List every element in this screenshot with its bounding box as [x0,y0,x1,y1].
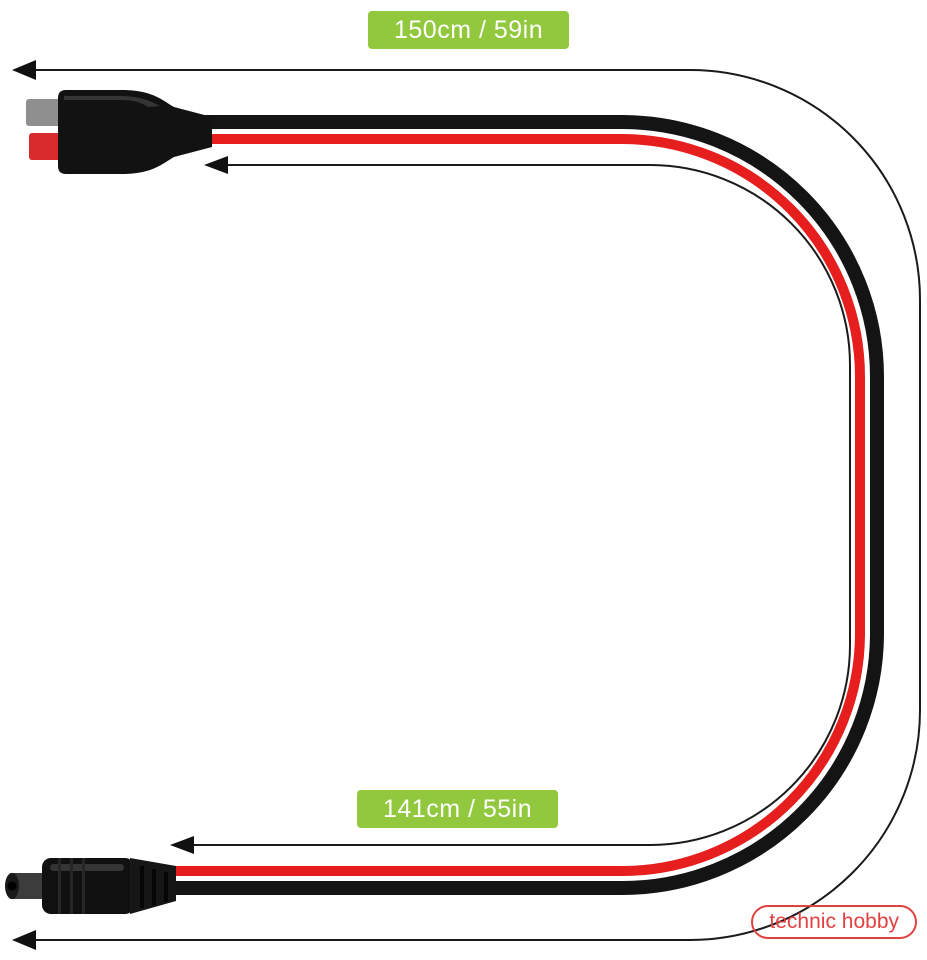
dc-plug-body-highlight [50,864,124,871]
dc-plug-ridge [82,858,85,914]
anderson-housing [58,90,212,174]
dc-plug-strain-rib [152,869,156,905]
dc-barrel-plug [5,858,176,914]
dc-plug-body [42,858,134,914]
dimension-arrow-icon [204,156,228,174]
dc-plug-barrel-hole [7,881,17,891]
brand-watermark: technic hobby [751,905,917,939]
bottom-length-label: 141cm / 55in [357,790,559,828]
dimension-arrow-icon [12,930,36,950]
cable-black-wire [153,115,884,895]
cable-red-wire [155,134,865,876]
dc-plug-ridge [58,858,61,914]
inner-dimension-path [176,164,851,846]
dc-plug-strain-rib [140,866,144,908]
cable [153,115,884,895]
dimension-arrow-icon [12,60,36,80]
outer-dimension-line [12,60,921,950]
anderson-housing-highlight [64,96,160,107]
dc-plug-ridge [70,858,73,914]
top-length-label: 150cm / 59in [368,11,570,49]
inner-dimension-line [170,156,851,854]
anderson-connector [26,90,212,174]
dc-plug-strain-rib [164,872,168,902]
dimension-arrow-icon [170,836,194,854]
outer-dimension-path [30,69,921,941]
